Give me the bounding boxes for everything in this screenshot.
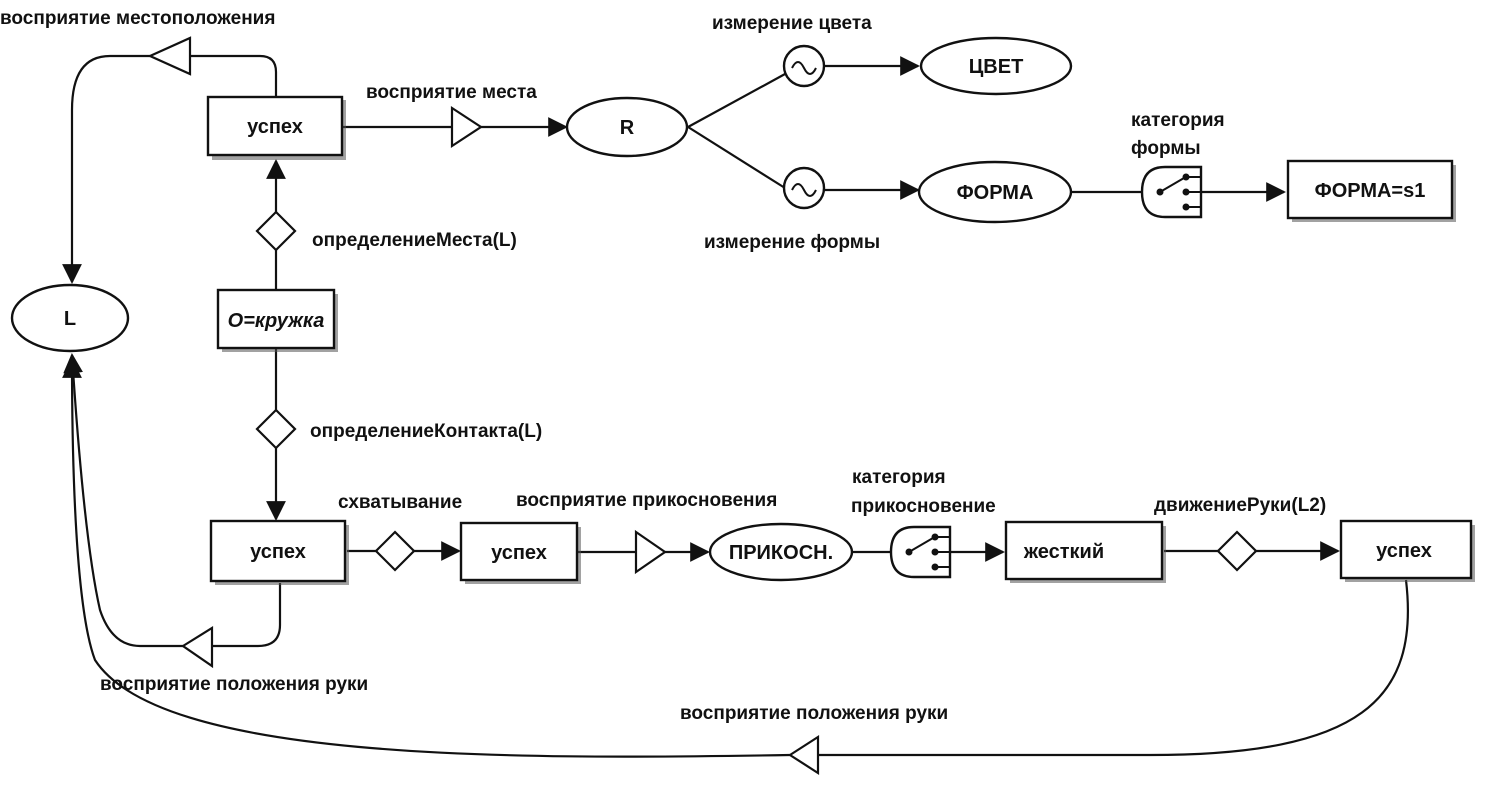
success-top-box: успех xyxy=(206,95,346,160)
define-place-diamond xyxy=(255,210,297,252)
define-contact-diamond xyxy=(255,408,297,450)
edge-hand-position-to-l xyxy=(63,353,183,648)
node-l: L xyxy=(10,283,130,353)
node-color-label: ЦВЕТ xyxy=(969,56,1024,78)
location-perception-triangle xyxy=(147,36,192,76)
node-r-label: R xyxy=(620,117,635,139)
hand-motion-label: движениеРуки(L2) xyxy=(1154,495,1326,516)
shape-measure-label: измерение формы xyxy=(704,232,880,253)
node-touch-label: ПРИКОСН. xyxy=(729,542,833,564)
shape-category-switch-icon xyxy=(1140,165,1203,219)
edge-end-success-to-hand-position xyxy=(818,579,1410,757)
node-l-label: L xyxy=(64,308,76,330)
define-contact-label: определениеКонтакта(L) xyxy=(310,421,542,442)
success-end-label: успех xyxy=(1376,540,1432,562)
touch-perception-triangle xyxy=(634,529,667,575)
color-sensor-icon xyxy=(782,44,826,88)
hand-position-triangle-bottom xyxy=(787,734,820,776)
success-touch-box: успех xyxy=(459,521,581,584)
object-label: О=кружка xyxy=(228,310,325,332)
object-box: О=кружка xyxy=(216,288,338,352)
success-touch-label: успех xyxy=(491,542,547,564)
hand-position-label-bottom: восприятие положения руки xyxy=(680,703,948,724)
success-grasp-box: успех xyxy=(209,519,349,585)
touch-category-label-1: категория xyxy=(852,467,946,488)
location-perception-label: восприятие местоположения xyxy=(0,8,275,29)
define-place-label: определениеМеста(L) xyxy=(312,230,517,251)
success-grasp-label: успех xyxy=(250,541,306,563)
edge-r-to-color-sensor xyxy=(687,73,786,128)
labels: восприятие местоположения восприятие мес… xyxy=(0,8,1326,724)
touch-category-label-2: прикосновение xyxy=(851,496,996,517)
node-color: ЦВЕТ xyxy=(919,36,1073,96)
edges xyxy=(62,54,1410,758)
hand-motion-diamond xyxy=(1216,530,1258,572)
success-top-label: успех xyxy=(247,116,303,138)
hand-position-triangle-left xyxy=(180,626,214,669)
edge-r-to-shape-sensor xyxy=(687,126,786,189)
edge-success-to-hand-position xyxy=(212,583,282,648)
color-measure-label: измерение цвета xyxy=(712,13,872,34)
node-shape: ФОРМА xyxy=(917,160,1073,224)
place-perception-label: восприятие места xyxy=(366,82,537,103)
grasping-label: схватывание xyxy=(338,492,462,513)
place-perception-triangle xyxy=(450,105,484,149)
shape-category-label-1: категория xyxy=(1131,110,1225,131)
shape-result-box: ФОРМА=s1 xyxy=(1286,159,1456,222)
shape-result-label: ФОРМА=s1 xyxy=(1315,180,1426,202)
touch-perception-label: восприятие прикосновения xyxy=(516,490,777,511)
edge-hand-position-to-l-loop xyxy=(62,358,791,758)
edge-location-perception-to-l xyxy=(62,54,150,284)
edge-success-to-location-perception xyxy=(190,54,278,97)
success-end-box: успех xyxy=(1339,519,1475,582)
hard-label: жесткий xyxy=(1023,541,1104,563)
node-r: R xyxy=(565,96,689,158)
grasping-diamond xyxy=(374,530,416,572)
hand-position-label-left: восприятие положения руки xyxy=(100,674,368,695)
touch-category-switch-icon xyxy=(889,525,952,579)
node-shape-label: ФОРМА xyxy=(957,182,1034,204)
shape-sensor-icon xyxy=(782,166,826,210)
node-touch: ПРИКОСН. xyxy=(708,522,854,582)
shape-category-label-2: формы xyxy=(1131,138,1201,159)
hard-box: жесткий xyxy=(1004,520,1166,583)
